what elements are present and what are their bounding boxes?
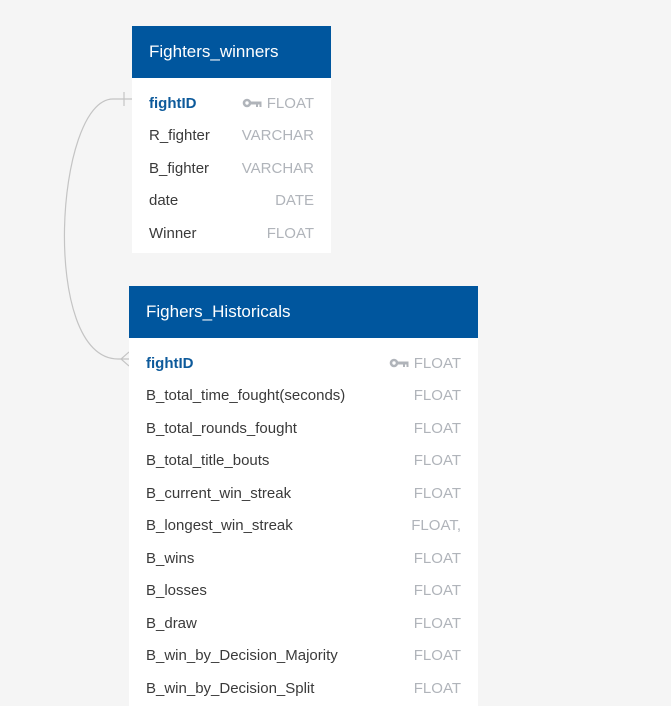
table-title[interactable]: Fighers_Historicals: [129, 286, 478, 338]
column-name: B_total_title_bouts: [146, 452, 270, 470]
column-name: B_losses: [146, 582, 207, 600]
column-name: fightID: [146, 354, 194, 372]
column-name: R_fighter: [149, 127, 210, 145]
column-name: B_wins: [146, 549, 195, 567]
column-type: FLOAT: [266, 94, 314, 112]
column-type: FLOAT: [413, 484, 461, 502]
column-list: fightID FLOAT B_total_time_fought(second…: [129, 338, 478, 705]
table-title[interactable]: Fighters_winners: [132, 26, 331, 78]
column-name: B_win_by_Decision_Majority: [146, 647, 338, 665]
column-type: FLOAT,: [411, 517, 461, 535]
column-type: DATE: [275, 192, 314, 210]
column-row-b-losses[interactable]: B_losses FLOAT: [129, 575, 478, 608]
column-name: B_win_by_Decision_Split: [146, 679, 315, 697]
column-type: FLOAT: [413, 582, 461, 600]
column-row-b-win-by-decision-split[interactable]: B_win_by_Decision_Split FLOAT: [129, 672, 478, 705]
column-list: fightID FLOAT R_fighter VARCHAR B_fighte…: [132, 78, 331, 250]
key-icon: [242, 98, 262, 108]
column-row-b-draw[interactable]: B_draw FLOAT: [129, 607, 478, 640]
key-icon: [389, 358, 409, 368]
column-row-b-total-time-fought[interactable]: B_total_time_fought(seconds) FLOAT: [129, 380, 478, 413]
column-row-date[interactable]: date DATE: [132, 185, 331, 218]
column-type: FLOAT: [413, 452, 461, 470]
column-type: FLOAT: [266, 224, 314, 242]
column-type-wrap: FLOAT: [389, 355, 461, 372]
column-row-b-current-win-streak[interactable]: B_current_win_streak FLOAT: [129, 477, 478, 510]
column-name: B_total_rounds_fought: [146, 419, 297, 437]
column-name: Winner: [149, 224, 197, 242]
column-type: FLOAT: [413, 679, 461, 697]
column-name: B_fighter: [149, 159, 210, 177]
column-name: B_current_win_streak: [146, 484, 292, 502]
column-row-b-fighter[interactable]: B_fighter VARCHAR: [132, 152, 331, 185]
column-name: B_total_time_fought(seconds): [146, 387, 346, 405]
column-type: VARCHAR: [241, 127, 314, 145]
column-name: B_draw: [146, 614, 197, 632]
column-type: FLOAT: [413, 614, 461, 632]
column-name: B_longest_win_streak: [146, 517, 293, 535]
many-marker: [120, 351, 130, 367]
table-fighters-winners[interactable]: Fighters_winners fightID FLOAT R_fighter…: [132, 26, 331, 253]
column-type: FLOAT: [413, 387, 461, 405]
column-type-wrap: FLOAT: [242, 95, 314, 112]
column-type: FLOAT: [413, 419, 461, 437]
column-row-r-fighter[interactable]: R_fighter VARCHAR: [132, 120, 331, 153]
column-row-fightid[interactable]: fightID FLOAT: [129, 347, 478, 380]
column-name: fightID: [149, 94, 197, 112]
column-row-b-wins[interactable]: B_wins FLOAT: [129, 542, 478, 575]
column-type: VARCHAR: [241, 159, 314, 177]
column-type: FLOAT: [413, 354, 461, 372]
table-fighers-historicals[interactable]: Fighers_Historicals fightID FLOAT B_tota…: [129, 286, 478, 706]
column-row-winner[interactable]: Winner FLOAT: [132, 217, 331, 250]
column-row-b-total-rounds-fought[interactable]: B_total_rounds_fought FLOAT: [129, 412, 478, 445]
column-row-b-longest-win-streak[interactable]: B_longest_win_streak FLOAT,: [129, 510, 478, 543]
relationship-line: [63, 98, 132, 360]
column-row-b-win-by-decision-majority[interactable]: B_win_by_Decision_Majority FLOAT: [129, 640, 478, 673]
column-name: date: [149, 192, 179, 210]
column-type: FLOAT: [413, 647, 461, 665]
column-type: FLOAT: [413, 549, 461, 567]
column-row-fightid[interactable]: fightID FLOAT: [132, 87, 331, 120]
column-row-b-total-title-bouts[interactable]: B_total_title_bouts FLOAT: [129, 445, 478, 478]
